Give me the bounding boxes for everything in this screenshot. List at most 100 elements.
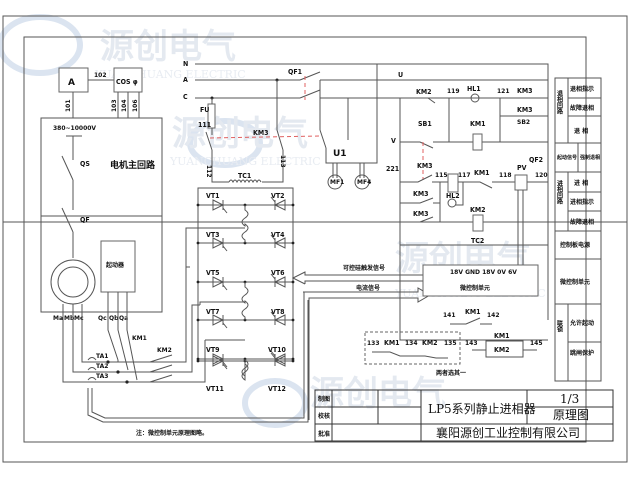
title-block — [314, 389, 614, 442]
junction-dot — [291, 318, 295, 322]
hl1-lamp — [470, 93, 480, 103]
thyristor-6-symbol — [270, 273, 286, 288]
junction-dot — [196, 203, 200, 207]
phase-c: C — [183, 93, 188, 101]
link-item-1: 允许起动 — [569, 319, 594, 327]
exit-item-1: 退相指示 — [570, 85, 594, 93]
thyristor-11-symbol — [212, 355, 228, 370]
choose-one-label: 两者选其一 — [436, 369, 466, 377]
thyristor-3-symbol — [212, 237, 228, 252]
km2-coil — [472, 214, 484, 232]
u1-label: U1 — [333, 149, 347, 159]
title-row-check: 校核 — [318, 412, 330, 420]
v-label: V — [391, 137, 396, 145]
thyristor-8-symbol — [270, 311, 286, 326]
watermark-text-2: 源创电气 — [172, 114, 308, 154]
thyristor-4-symbol — [270, 234, 286, 249]
mcu-legend-label: 微控制单元 — [559, 278, 590, 286]
cos-phi-label: COS φ — [116, 78, 138, 86]
wire-135: 135 — [444, 340, 457, 347]
vt6: VT6 — [271, 269, 285, 277]
link-item-2: 跳闸保护 — [570, 349, 594, 357]
watermark-en-2: YUANCHUANG ELECTRIC — [169, 155, 321, 168]
pv-meter — [514, 174, 528, 191]
km2-coil-label: KM2 — [470, 206, 486, 214]
tc1-label: TC1 — [238, 172, 251, 180]
wire-141: 141 — [443, 312, 456, 319]
vt2: VT2 — [271, 192, 285, 200]
wire-142: 142 — [487, 312, 500, 319]
product-title: LP5系列静止进相器 — [428, 402, 536, 416]
voltage-label: 380~10000V — [53, 125, 96, 132]
enter-item-2: 进相指示 — [570, 198, 594, 206]
thyristor-1-symbol — [212, 199, 228, 214]
junction-dot — [196, 241, 200, 245]
ta1-label: TA1 — [96, 353, 108, 360]
enter-item-1: 进 相 — [574, 179, 588, 187]
motor-main-box — [40, 117, 163, 217]
fan-mf1 — [327, 174, 343, 190]
junction-dot — [291, 241, 295, 245]
wire-106: 106 — [132, 99, 139, 112]
reactor-coil — [241, 282, 249, 320]
fan-mf4 — [354, 174, 370, 190]
wire-117: 117 — [458, 172, 471, 179]
km1-parallel-label: KM1 — [494, 332, 510, 340]
qf2-label: QF2 — [529, 156, 543, 164]
hl1-label: HL1 — [467, 85, 481, 93]
qf1-label: QF1 — [288, 68, 302, 76]
motor-circuit-title: 电机主回路 — [110, 159, 156, 171]
vt7: VT7 — [206, 308, 220, 316]
km3-contact-a: KM3 — [517, 87, 533, 95]
vt5: VT5 — [206, 269, 220, 277]
note-text: 注：微控制单元原理图略。 — [136, 429, 208, 437]
title-row-approve: 批准 — [318, 430, 330, 438]
starter-box — [100, 240, 136, 293]
km3-coil — [447, 173, 459, 193]
w221-label: 221 — [386, 165, 399, 173]
cos-phi-meter — [113, 67, 143, 93]
ctrl-power-label: 控制板电源 — [560, 241, 590, 249]
outer-frame — [2, 15, 628, 463]
wire-102: 102 — [94, 72, 107, 79]
enter-item-3: 故障退相 — [570, 218, 594, 226]
qs-label: QS — [80, 160, 90, 168]
km2-motor-label: KM2 — [157, 347, 172, 354]
junction-dot — [291, 359, 295, 363]
wire-133: 133 — [367, 340, 380, 347]
inner-frame — [23, 36, 587, 443]
vt10: VT10 — [268, 346, 287, 354]
thyristor-group — [185, 196, 295, 381]
mcu-pins: 18V GND 18V 0V 6V — [450, 269, 517, 276]
sheet-number: 1/3 — [560, 392, 579, 406]
km1-coil — [472, 133, 483, 151]
starter-terminal-c: Qc — [98, 315, 107, 322]
wire-103: 103 — [111, 99, 118, 112]
qf-label: QF — [80, 216, 90, 224]
enter-group-label: 进相回路 — [556, 179, 563, 205]
hl2-lamp — [447, 198, 457, 208]
wire-120: 120 — [535, 172, 548, 179]
starter-label: 起动器 — [105, 261, 125, 269]
motor-terminal-c: Mc — [74, 315, 84, 322]
sb1-label: SB1 — [418, 120, 432, 128]
option-box — [364, 331, 461, 365]
km3-supply-label: KM3 — [253, 129, 269, 137]
vt12: VT12 — [268, 385, 286, 393]
wire-111: 111 — [198, 121, 211, 129]
start-signal-label: 起动信号 — [556, 154, 577, 161]
km1-interlock-label: KM1 — [465, 308, 481, 316]
km3-contact-b: KM3 — [517, 106, 533, 114]
reactor-coil — [241, 205, 249, 243]
km2-option-label: KM2 — [422, 339, 438, 347]
junction-dot — [291, 203, 295, 207]
thyristor-5-symbol — [212, 276, 228, 291]
ammeter-label: A — [68, 78, 75, 88]
vt8: VT8 — [271, 308, 285, 316]
km3-contact-c: KM3 — [413, 190, 429, 198]
sb2-label: SB2 — [517, 119, 530, 126]
supply-lines: N A C QF1 — [183, 60, 548, 101]
thyristor-7-symbol — [212, 314, 228, 329]
km2-contact-label: KM2 — [416, 88, 432, 96]
